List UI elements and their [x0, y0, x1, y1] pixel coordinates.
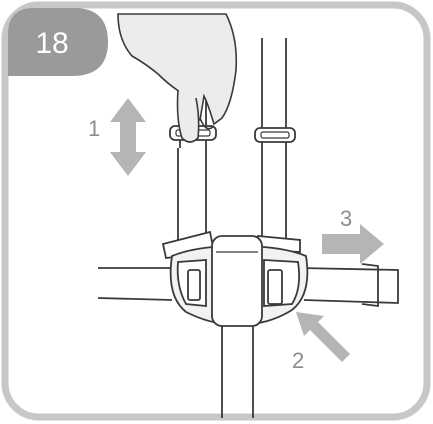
label-step-2: 2: [292, 348, 304, 373]
up-down-arrow-icon: [110, 98, 146, 176]
push-arrow-icon: [296, 312, 350, 362]
left-lap-strap: [97, 267, 173, 301]
crotch-strap: [221, 322, 254, 418]
lap-straps: [97, 263, 399, 308]
hand-finger: [176, 89, 200, 143]
pull-right-arrow-icon: [322, 224, 384, 264]
right-lap-strap-end: [361, 263, 379, 308]
step-badge: 18: [8, 8, 108, 76]
release-button: [211, 235, 263, 327]
right-lap-strap: [299, 267, 399, 304]
buckle-left-slot: [187, 269, 201, 301]
buckle: [169, 235, 309, 327]
inner-panel: [12, 12, 420, 410]
hand: [117, 13, 238, 143]
right-shoulder-strap: [261, 38, 287, 250]
label-step-1: 1: [88, 116, 100, 141]
label-step-3: 3: [340, 206, 352, 231]
buckle-right-slot: [267, 269, 283, 305]
step-number: 18: [35, 27, 68, 60]
